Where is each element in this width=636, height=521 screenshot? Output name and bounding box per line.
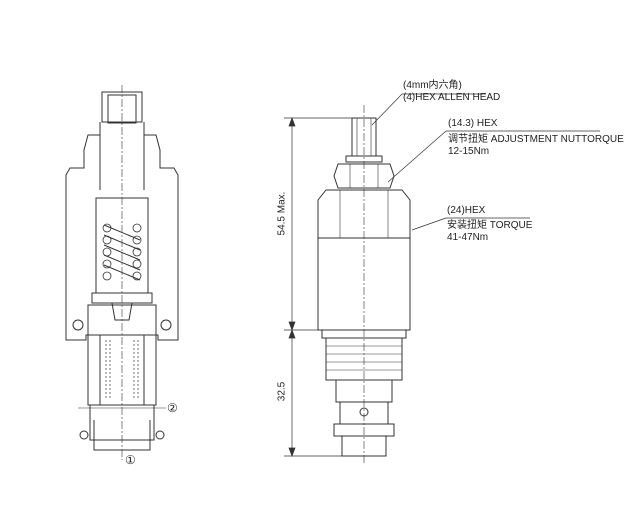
- adj-nut-torque-value: 12-15Nm: [448, 146, 490, 157]
- port-2-label: ②: [167, 401, 178, 415]
- allen-head-en-label: (4)HEX ALLEN HEAD: [403, 92, 501, 103]
- adj-nut-hex-label: (14.3) HEX: [448, 118, 498, 129]
- overall-height-dimension: 54.5 Max.: [276, 191, 288, 236]
- spring-coils: [102, 223, 142, 281]
- cavity-depth-dimension: 32.5: [276, 381, 288, 402]
- allen-head-cn-label: (4mm内六角): [403, 80, 462, 91]
- adj-nut-torque-label: 调节扭矩 ADJUSTMENT NUTTORQUE: [448, 134, 624, 145]
- body-hex-label: (24)HEX: [447, 205, 486, 216]
- port-1-label: ①: [125, 453, 136, 467]
- body-torque-value: 41-47Nm: [447, 232, 489, 243]
- lower-spring: [105, 340, 139, 400]
- external-view: [317, 105, 411, 465]
- leader-lines: [371, 93, 600, 231]
- body-torque-label: 安装扭矩 TORQUE: [447, 220, 533, 231]
- section-view: [65, 85, 179, 460]
- dimension-lines: [284, 117, 352, 457]
